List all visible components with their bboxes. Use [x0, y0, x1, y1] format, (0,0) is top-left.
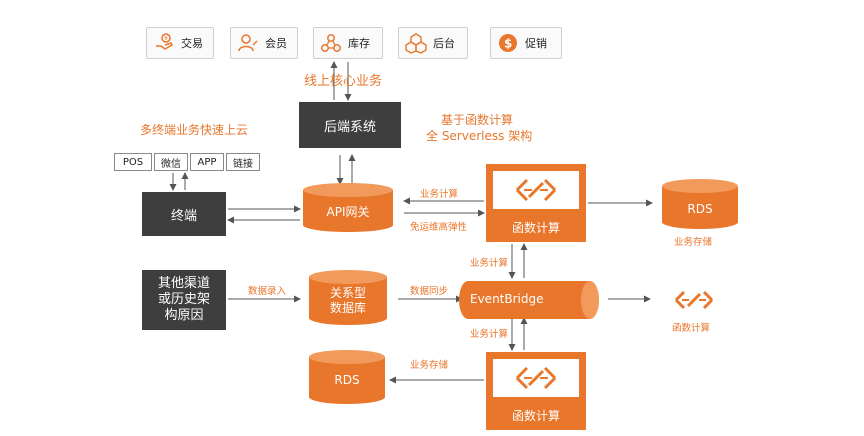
chip-link: 链接 [226, 153, 260, 171]
function-compute-icon [515, 366, 557, 390]
backend-system-label: 后端系统 [323, 119, 376, 135]
label-business-storage-bottom: 业务存储 [410, 360, 449, 371]
label-business-compute: 业务计算 [420, 189, 459, 200]
capability-label: 会员 [265, 37, 287, 50]
label-business-compute-upper: 业务计算 [470, 258, 509, 269]
capability-member: 会员 [230, 27, 298, 59]
function-compute-right-label: 函数计算 [672, 323, 711, 334]
capability-backend: 后台 [398, 27, 468, 59]
inventory-icon [321, 34, 341, 52]
terminal-box: 终端 [142, 192, 226, 236]
other-channels-line: 其他渠道 [157, 276, 210, 291]
function-compute-icon [515, 178, 557, 202]
rds-top-label: RDS [687, 202, 713, 216]
function-compute-bottom: 函数计算 [486, 352, 586, 430]
function-compute-label: 函数计算 [511, 221, 560, 235]
function-compute-top: 函数计算 [486, 164, 586, 242]
function-compute-icon [674, 290, 714, 310]
promotion-icon: $ [499, 34, 517, 52]
label-business-storage-top: 业务存储 [674, 237, 713, 248]
capability-label: 库存 [348, 37, 370, 50]
multi-terminal-label: 多终端业务快速上云 [140, 123, 249, 137]
function-compute-label: 函数计算 [511, 409, 560, 423]
label-ops-free: 免运维高弹性 [410, 222, 468, 233]
svg-text:$: $ [504, 37, 512, 51]
backend-icon [405, 33, 427, 54]
capability-label: 后台 [433, 37, 455, 50]
chip-pos: POS [114, 153, 152, 171]
rds-bottom-label: RDS [334, 373, 360, 387]
other-channels-line: 或历史架 [157, 292, 210, 307]
serverless-title-line2: 全 Serverless 架构 [426, 129, 533, 143]
serverless-title-line1: 基于函数计算 [441, 113, 514, 127]
api-gateway-label: API网关 [326, 205, 370, 219]
terminal-label: 终端 [170, 208, 197, 224]
relational-db-cylinder [309, 270, 387, 325]
online-core-label: 线上核心业务 [304, 74, 383, 89]
rds-bottom-cylinder [309, 350, 385, 404]
relational-db-label: 关系型 数据库 [329, 286, 366, 315]
label-data-sync: 数据同步 [410, 286, 449, 297]
eventbridge-label: EventBridge [470, 292, 544, 306]
transaction-icon: ¥ [156, 33, 173, 50]
other-channels-line: 构原因 [164, 308, 204, 323]
backend-system-box: 后端系统 [299, 102, 401, 148]
capability-promotion: $ 促销 [490, 27, 562, 59]
eventbridge-cylinder [459, 281, 599, 319]
member-icon [238, 34, 258, 52]
other-channels-box: 其他渠道 或历史架 构原因 [142, 270, 226, 330]
api-gateway-cylinder [303, 183, 393, 232]
label-data-entry: 数据录入 [248, 286, 287, 297]
chip-app: APP [190, 153, 224, 171]
capability-transaction: ¥ 交易 [146, 27, 214, 59]
chip-wechat: 微信 [154, 153, 188, 171]
rds-top-cylinder [662, 179, 738, 229]
capability-label: 交易 [181, 37, 203, 50]
svg-text:¥: ¥ [164, 35, 168, 42]
capability-label: 促销 [525, 37, 547, 50]
label-business-compute-lower: 业务计算 [470, 329, 509, 340]
capability-inventory: 库存 [313, 27, 383, 59]
